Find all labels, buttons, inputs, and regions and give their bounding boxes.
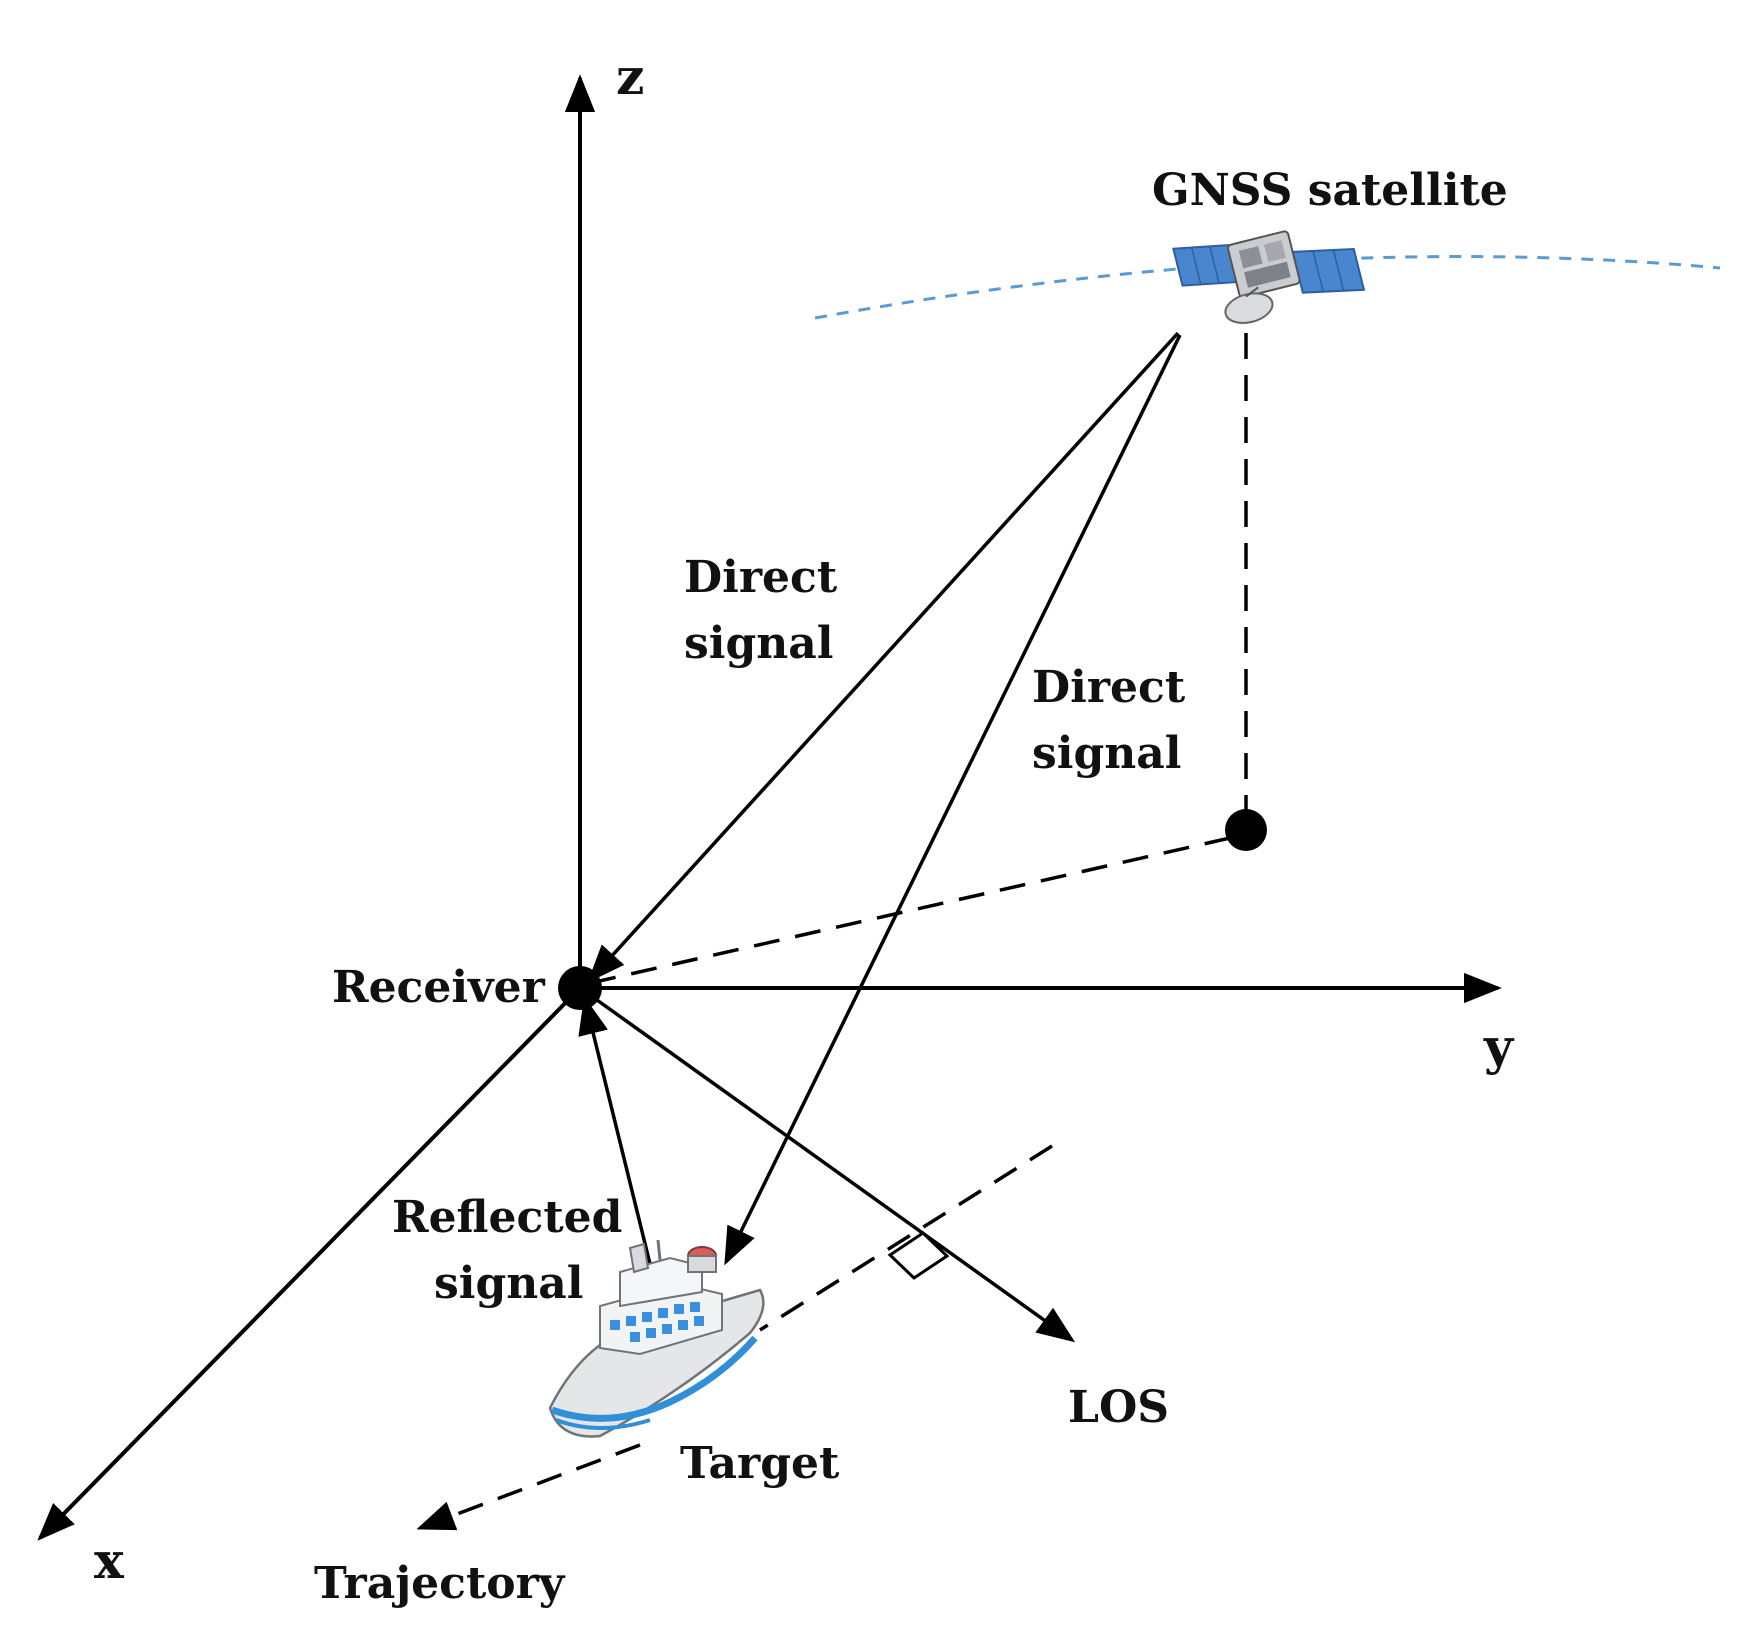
- direct-signal-label-1b: signal: [684, 618, 833, 669]
- los-label: LOS: [1068, 1382, 1169, 1433]
- direct-signal-to-receiver: [587, 331, 1180, 983]
- direct-signal-to-target: [724, 334, 1182, 1266]
- trajectory-line-upper: [759, 1144, 1053, 1332]
- reflected-signal-label: Reflected: [392, 1192, 622, 1243]
- right-angle-marker: [887, 1231, 950, 1280]
- satellite-label: GNSS satellite: [1152, 165, 1508, 216]
- trajectory-label: Trajectory: [314, 1558, 566, 1609]
- z-axis-label: z: [616, 47, 644, 106]
- x-axis: [37, 986, 582, 1541]
- direct-signal-label-1: Direct: [684, 552, 838, 603]
- los-line: [588, 993, 1076, 1343]
- ship-icon: [548, 1239, 765, 1438]
- direct-signal-label-2b: signal: [1032, 728, 1181, 779]
- x-axis-label: x: [94, 1531, 125, 1590]
- y-axis-label: y: [1483, 1017, 1515, 1076]
- trajectory-line-lower: [416, 1443, 641, 1531]
- reflected-signal-label-b: signal: [434, 1258, 583, 1309]
- reflected-signal: [578, 996, 654, 1273]
- direct-signal-label-2: Direct: [1032, 662, 1186, 713]
- receiver-dot: [558, 966, 602, 1010]
- receiver-label: Receiver: [332, 962, 546, 1013]
- satellite-ground-point: [1225, 809, 1267, 851]
- satellite-projection-ground: [594, 836, 1231, 984]
- satellite-icon: [1172, 230, 1366, 324]
- target-label: Target: [680, 1438, 840, 1489]
